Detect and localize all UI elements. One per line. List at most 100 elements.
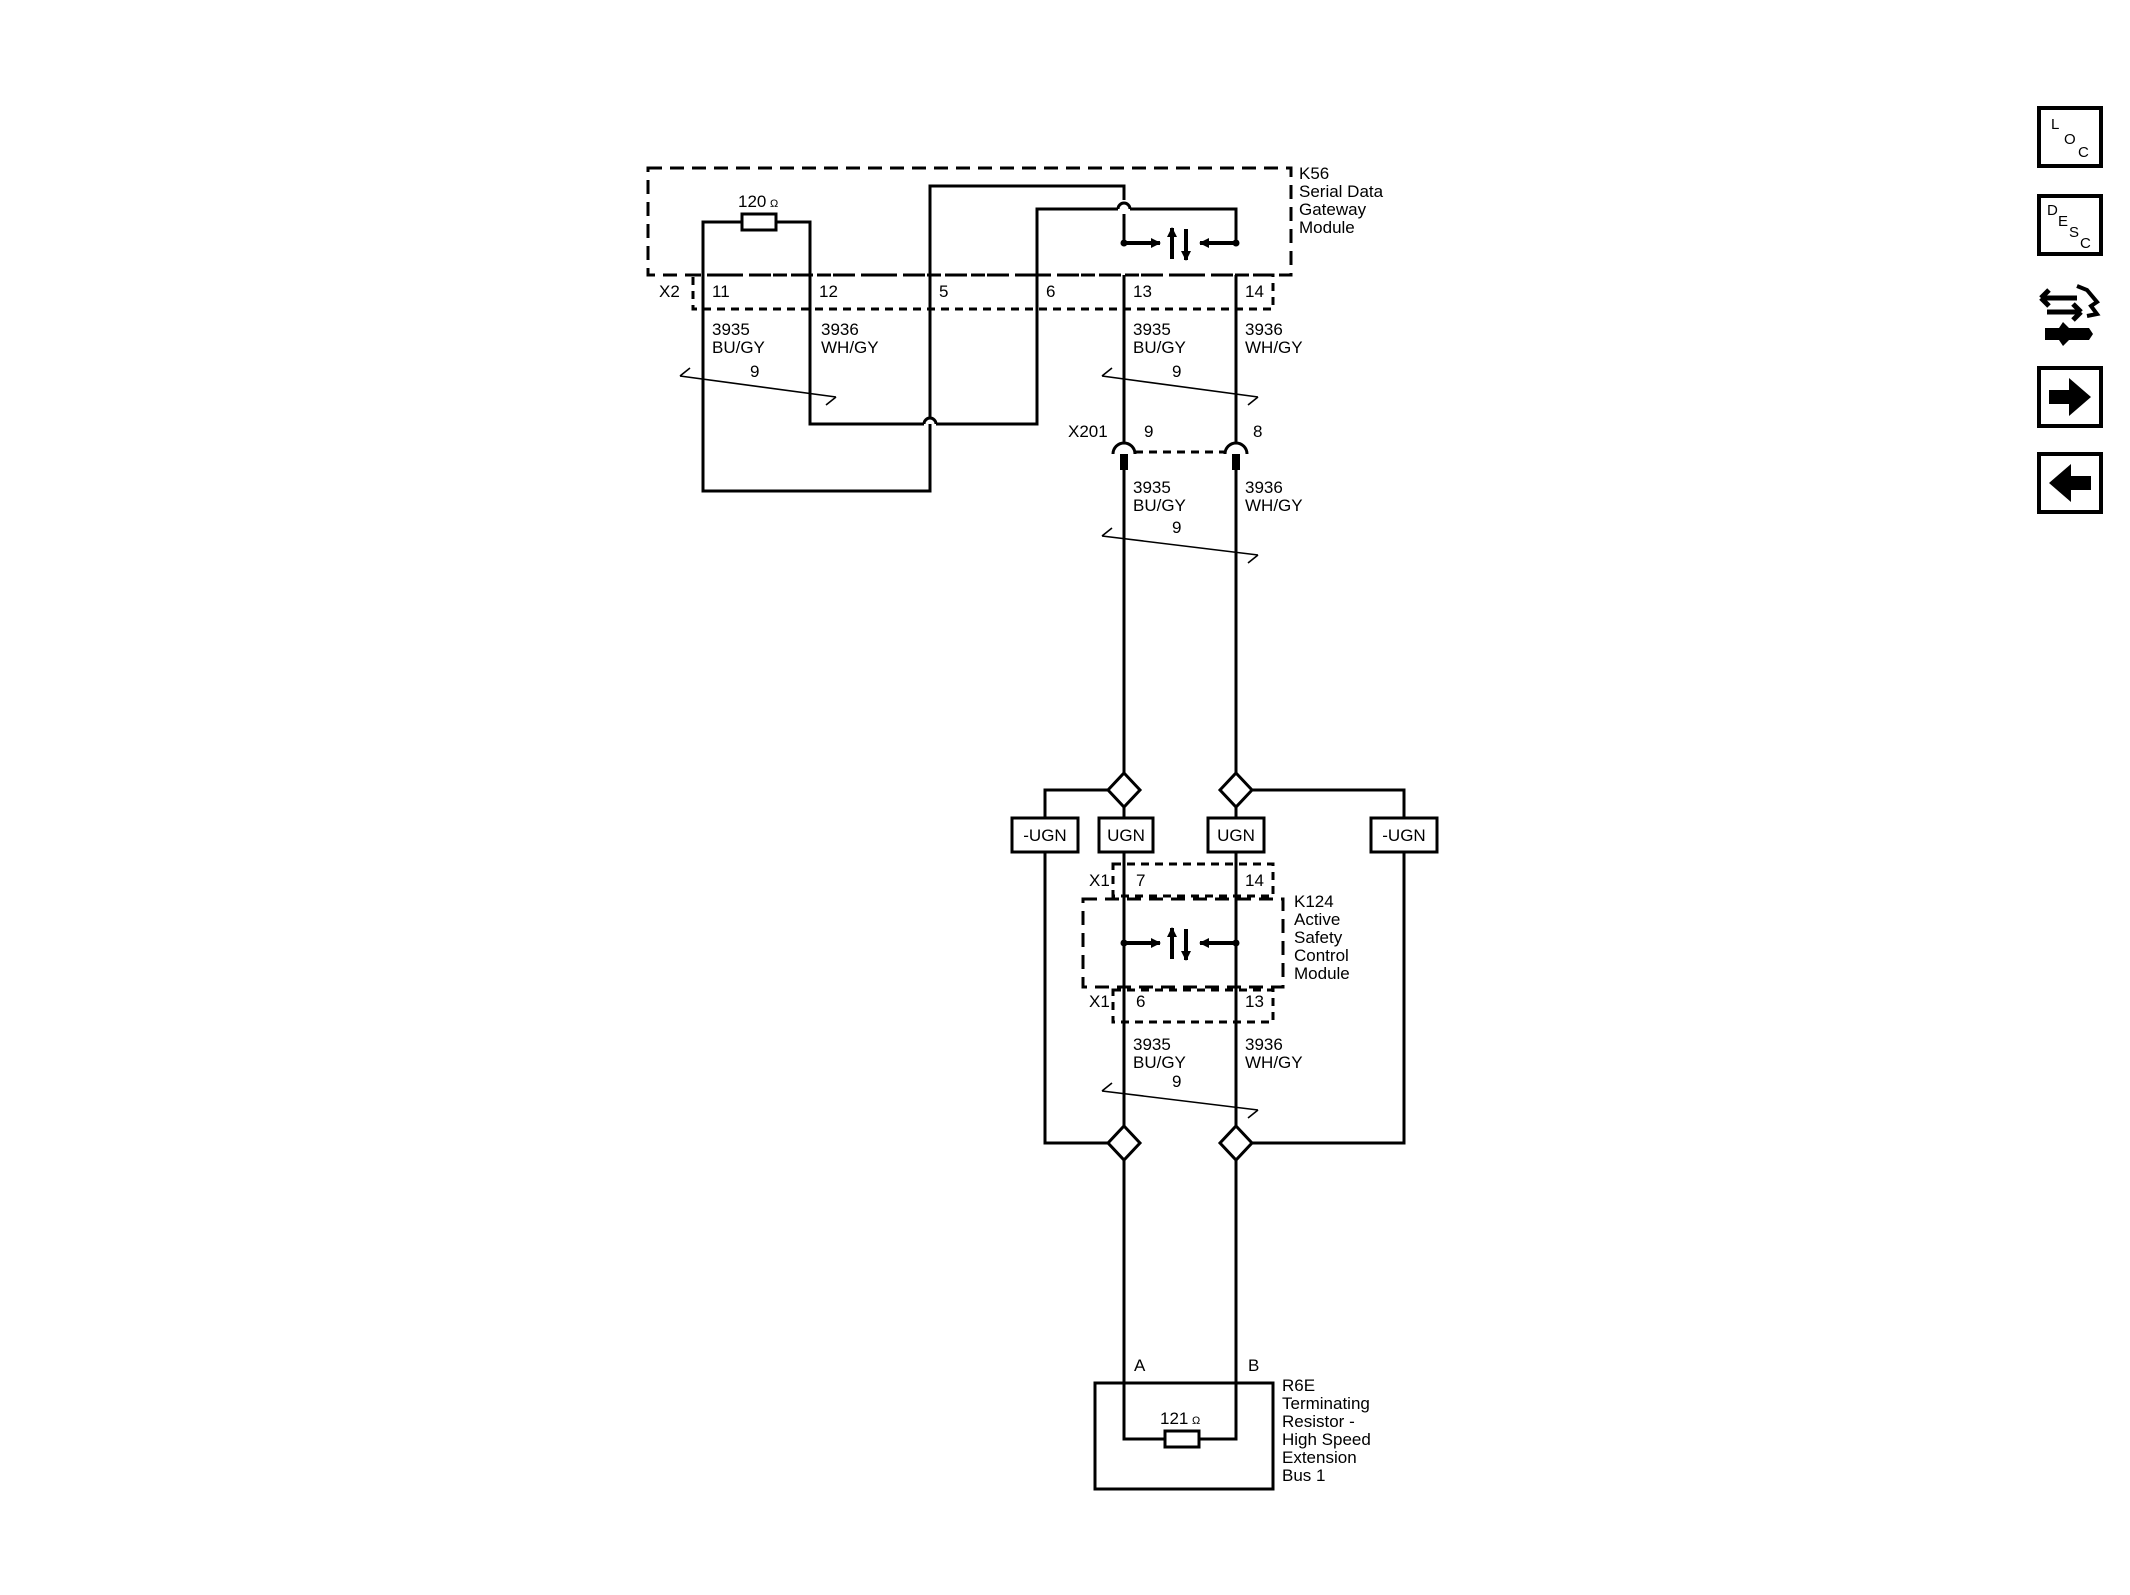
wire-crossover-hop [1116, 201, 1132, 210]
x201-male-terminal-9 [1120, 454, 1128, 470]
option-splice-bottom-right [1217, 1123, 1255, 1163]
pin11-to-pin5-jumper [701, 309, 932, 493]
k124-module-outline [1081, 897, 1285, 989]
wire-3936-label-3: 3936 [1245, 1035, 1283, 1054]
k124-label-5: Module [1294, 964, 1350, 983]
ugn-option-branches: -UGN UGN UGN -UGN [1010, 770, 1439, 1163]
twist-label-3: 9 [1172, 1072, 1181, 1091]
connector-wrench-icon[interactable] [2037, 276, 2103, 348]
twisted-pair-marker-2 [1101, 527, 1259, 564]
wire-whgy-label-left: WH/GY [821, 338, 879, 357]
x2-pin-13: 13 [1133, 282, 1152, 301]
pin12-to-pin6-jumper [808, 309, 1039, 426]
x2-pin-11: 11 [712, 282, 730, 301]
arrow-left-icon [2049, 464, 2091, 502]
twisted-pair-marker-3 [1101, 1082, 1259, 1119]
resistor-120-unit: Ω [770, 198, 778, 210]
k124-x1-top-label: X1 [1089, 871, 1110, 890]
option-box-neg-ugn-left [1010, 816, 1080, 854]
twist-label-1: 9 [1172, 362, 1181, 381]
description-button[interactable]: D E S C [2037, 194, 2103, 256]
k124-x1-top-connector [1111, 862, 1275, 898]
desc-letter-c: C [2080, 235, 2091, 252]
x2-pin-6: 6 [1046, 282, 1055, 301]
wire-bugy-label-2: BU/GY [1133, 496, 1186, 515]
wire-3935-label-left: 3935 [712, 320, 750, 339]
x2-connector-label: X2 [659, 282, 680, 301]
r6e-pin-b: B [1248, 1356, 1259, 1375]
k124-label-4: Control [1294, 946, 1349, 965]
x2-pin-12: 12 [819, 282, 838, 301]
option-box-neg-ugn-right [1369, 816, 1439, 854]
k56-label-3: Gateway [1299, 200, 1367, 219]
pin6-internal-wire [1035, 207, 1238, 309]
r6e-label-5: Extension [1282, 1448, 1357, 1467]
wire-3936-label-2: 3936 [1245, 478, 1283, 497]
pin5-internal-wire [928, 184, 1126, 309]
k124-x1-bottom-connector [1111, 988, 1275, 1024]
wire-whgy-label-2: WH/GY [1245, 496, 1303, 515]
wire-3936-label-1: 3936 [1245, 320, 1283, 339]
wire-3935-label-3: 3935 [1133, 1035, 1171, 1054]
option-label-neg-ugn-right: -UGN [1382, 826, 1425, 845]
x201-female-terminal-9 [1111, 441, 1137, 455]
option-splice-top-right [1217, 770, 1255, 810]
bypass-left-bottom [1043, 852, 1108, 1145]
r6e-label-2: Terminating [1282, 1394, 1370, 1413]
r6e-pin-a: A [1134, 1356, 1146, 1375]
option-label-neg-ugn-left: -UGN [1023, 826, 1066, 845]
location-button[interactable]: L O C [2037, 106, 2103, 168]
option-box-ugn-right [1206, 816, 1266, 854]
k56-module: K56 Serial Data Gateway Module 120 Ω X2 … [646, 164, 1384, 311]
option-label-ugn-right: UGN [1217, 826, 1255, 845]
k56-label-4: Module [1299, 218, 1355, 237]
twisted-pair-marker-1 [1101, 367, 1259, 406]
resistor-121-symbol [1163, 1429, 1201, 1449]
x201-connector: X201 9 8 [1068, 422, 1262, 470]
resistor-121-unit: Ω [1192, 1415, 1200, 1427]
x2-pin-5: 5 [939, 282, 948, 301]
r6e-label-3: Resistor - [1282, 1412, 1355, 1431]
desc-letter-s: S [2069, 224, 2079, 241]
r6e-label-1: R6E [1282, 1376, 1315, 1395]
twisted-pair-marker-left [679, 367, 837, 406]
r6e-label-6: Bus 1 [1282, 1466, 1325, 1485]
x201-pin-9: 9 [1144, 422, 1153, 441]
option-label-ugn-left: UGN [1107, 826, 1145, 845]
wire-whgy-label-3: WH/GY [1245, 1053, 1303, 1072]
resistor-121-value: 121 [1160, 1409, 1188, 1428]
previous-page-button[interactable] [2037, 452, 2103, 514]
x2-pin-14: 14 [1245, 282, 1264, 301]
k56-label-1: K56 [1299, 164, 1329, 183]
wire-bugy-label-1: BU/GY [1133, 338, 1186, 357]
wire-bugy-label-left: BU/GY [712, 338, 765, 357]
option-box-ugn-left [1097, 816, 1155, 854]
wire-3935-label-1: 3935 [1133, 320, 1171, 339]
k124-pin-6: 6 [1136, 992, 1145, 1011]
k56-module-outline [646, 166, 1293, 277]
wire-bugy-label-3: BU/GY [1133, 1053, 1186, 1072]
k124-pin-7: 7 [1136, 871, 1145, 890]
k124-pin-14: 14 [1245, 871, 1264, 890]
r6e-internal-wire [1122, 1383, 1238, 1441]
k56-transceiver-symbol [1120, 227, 1240, 261]
arrow-right-icon [2049, 378, 2091, 416]
r6e-label-4: High Speed [1282, 1430, 1371, 1449]
desc-letter-d: D [2047, 202, 2058, 219]
k124-label-2: Active [1294, 910, 1340, 929]
can-bus-pair: 3935 BU/GY 3936 WH/GY 9 X201 9 8 3935 BU… [1068, 275, 1303, 774]
next-page-button[interactable] [2037, 366, 2103, 428]
r6e-module-outline [1093, 1381, 1275, 1491]
x201-female-terminal-8 [1223, 441, 1249, 455]
loc-letter-l: L [2051, 116, 2059, 133]
twist-label-left: 9 [750, 362, 759, 381]
k124-module: X1 7 14 X1 6 13 K124 Active Safety Contr… [1081, 862, 1350, 1119]
jumper-crossover-hop [922, 416, 938, 425]
x201-male-terminal-8 [1232, 454, 1240, 470]
loc-letter-o: O [2064, 131, 2076, 148]
twist-label-2: 9 [1172, 518, 1181, 537]
wire-3936-label-left: 3936 [821, 320, 859, 339]
resistor-120-symbol [740, 212, 778, 232]
wire-whgy-label-1: WH/GY [1245, 338, 1303, 357]
